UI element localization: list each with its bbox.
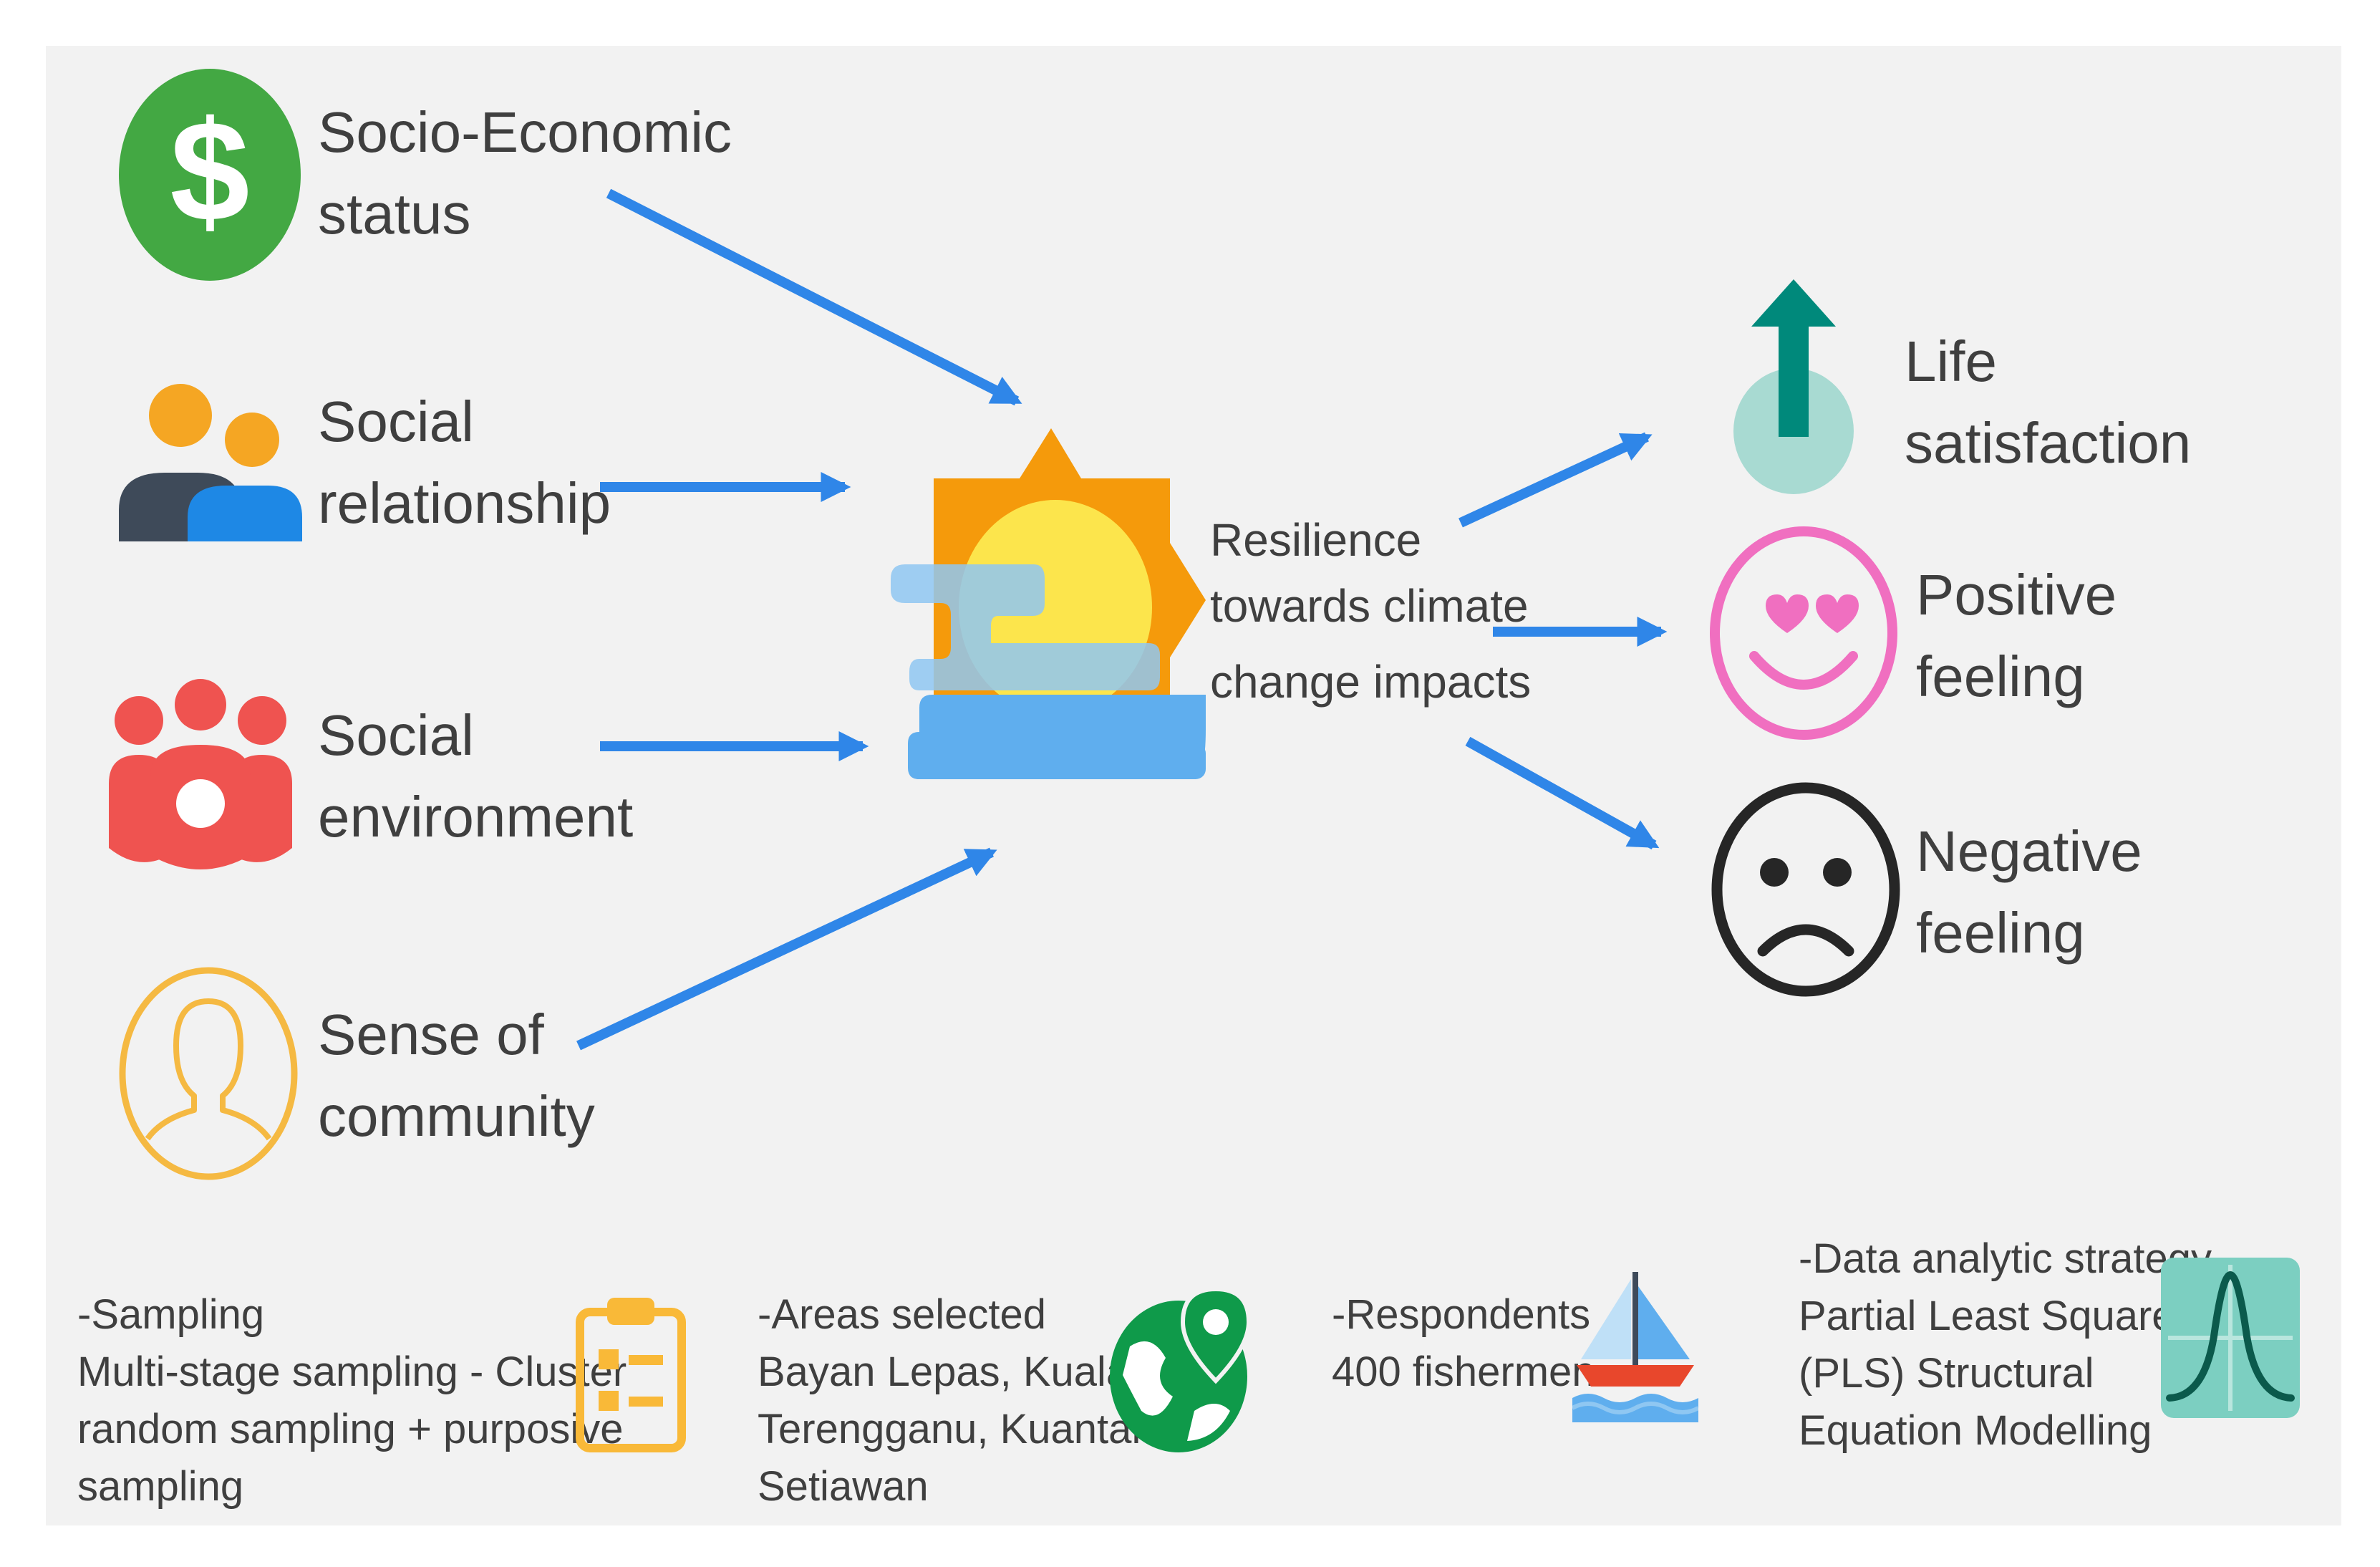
diagram-panel	[46, 46, 2341, 1525]
predictor-line: Socio-Economic	[318, 100, 732, 164]
outcome-line: Positive	[1916, 563, 2117, 627]
predictor-line: relationship	[318, 471, 611, 535]
analysis-title: -Data analytic strategy	[1799, 1235, 2212, 1282]
areas-text: -Areas selected Bayan Lepas, Kuala Teren…	[758, 1286, 1166, 1515]
bell-curve-icon	[2161, 1258, 2300, 1418]
analysis-text: -Data analytic strategy Partial Least Sq…	[1799, 1230, 2212, 1460]
areas-line: Bayan Lepas, Kuala	[758, 1349, 1130, 1395]
outcome-line: satisfaction	[1905, 411, 2192, 475]
outcome-line: feeling	[1916, 901, 2085, 965]
group-icon	[109, 676, 292, 872]
predictor-social-environment-label: Social environment	[318, 695, 633, 858]
mediator-line: Resilience	[1210, 514, 1422, 566]
sampling-line: sampling	[77, 1463, 244, 1510]
predictor-social-relationship-label: Social relationship	[318, 381, 611, 544]
areas-line: Terengganu, Kuantan,	[758, 1406, 1166, 1452]
outcome-line: feeling	[1916, 645, 2085, 708]
sailboat-icon	[1572, 1272, 1698, 1422]
sampling-text: -Sampling Multi-stage sampling - Cluster…	[77, 1286, 627, 1515]
areas-title: -Areas selected	[758, 1291, 1046, 1338]
analysis-line: Equation Modelling	[1799, 1407, 2152, 1454]
dollar-icon: $	[119, 69, 301, 281]
outcome-line: Life	[1905, 329, 1997, 393]
svg-text:$: $	[170, 92, 249, 251]
predictor-line: Sense of	[318, 1003, 544, 1066]
respondents-line: 400 fishermen	[1332, 1349, 1595, 1395]
weather-sun-cloud-icon	[891, 428, 1206, 779]
respondents-text: -Respondents 400 fishermen	[1332, 1286, 1595, 1401]
predictor-socio-economic-label: Socio-Economic status	[318, 92, 732, 255]
arrow-resilience-to-negative-feeling	[1465, 736, 1660, 850]
outcome-positive-feeling-label: Positive feeling	[1916, 554, 2117, 718]
predictor-line: Social	[318, 390, 474, 453]
predictor-line: status	[318, 182, 471, 246]
predictor-line: community	[318, 1084, 595, 1148]
sad-face-icon	[1711, 782, 1900, 997]
person-outline-icon	[119, 967, 298, 1180]
mediator-label: Resilience towards climate change impact…	[1210, 507, 1531, 715]
mediator-line: towards climate	[1210, 580, 1529, 632]
areas-line: Setiawan	[758, 1463, 929, 1510]
arrow-sense-of-community-to-resilience	[576, 847, 997, 1051]
people-icon	[119, 381, 302, 541]
arrow-resilience-to-life-satisfaction	[1459, 432, 1653, 528]
arrow-socio-economic-to-resilience	[606, 188, 1022, 406]
outcome-line: Negative	[1916, 819, 2142, 883]
sampling-title: -Sampling	[77, 1291, 265, 1338]
predictor-sense-of-community-label: Sense of community	[318, 994, 595, 1157]
predictor-line: environment	[318, 785, 634, 849]
up-arrow-icon	[1731, 279, 1856, 494]
outcome-negative-feeling-label: Negative feeling	[1916, 811, 2142, 974]
globe-pin-icon	[1108, 1289, 1254, 1454]
predictor-line: Social	[318, 703, 474, 767]
analysis-line: (PLS) Structural	[1799, 1350, 2094, 1397]
sampling-line: random sampling + purposive	[77, 1406, 624, 1452]
clipboard-icon	[576, 1295, 686, 1452]
sampling-line: Multi-stage sampling - Cluster	[77, 1349, 627, 1395]
analysis-line: Partial Least Square	[1799, 1293, 2175, 1339]
mediator-line: change impacts	[1210, 656, 1532, 708]
respondents-title: -Respondents	[1332, 1291, 1591, 1338]
outcome-life-satisfaction-label: Life satisfaction	[1905, 321, 2191, 484]
heart-eyes-emoji-icon	[1710, 526, 1897, 741]
